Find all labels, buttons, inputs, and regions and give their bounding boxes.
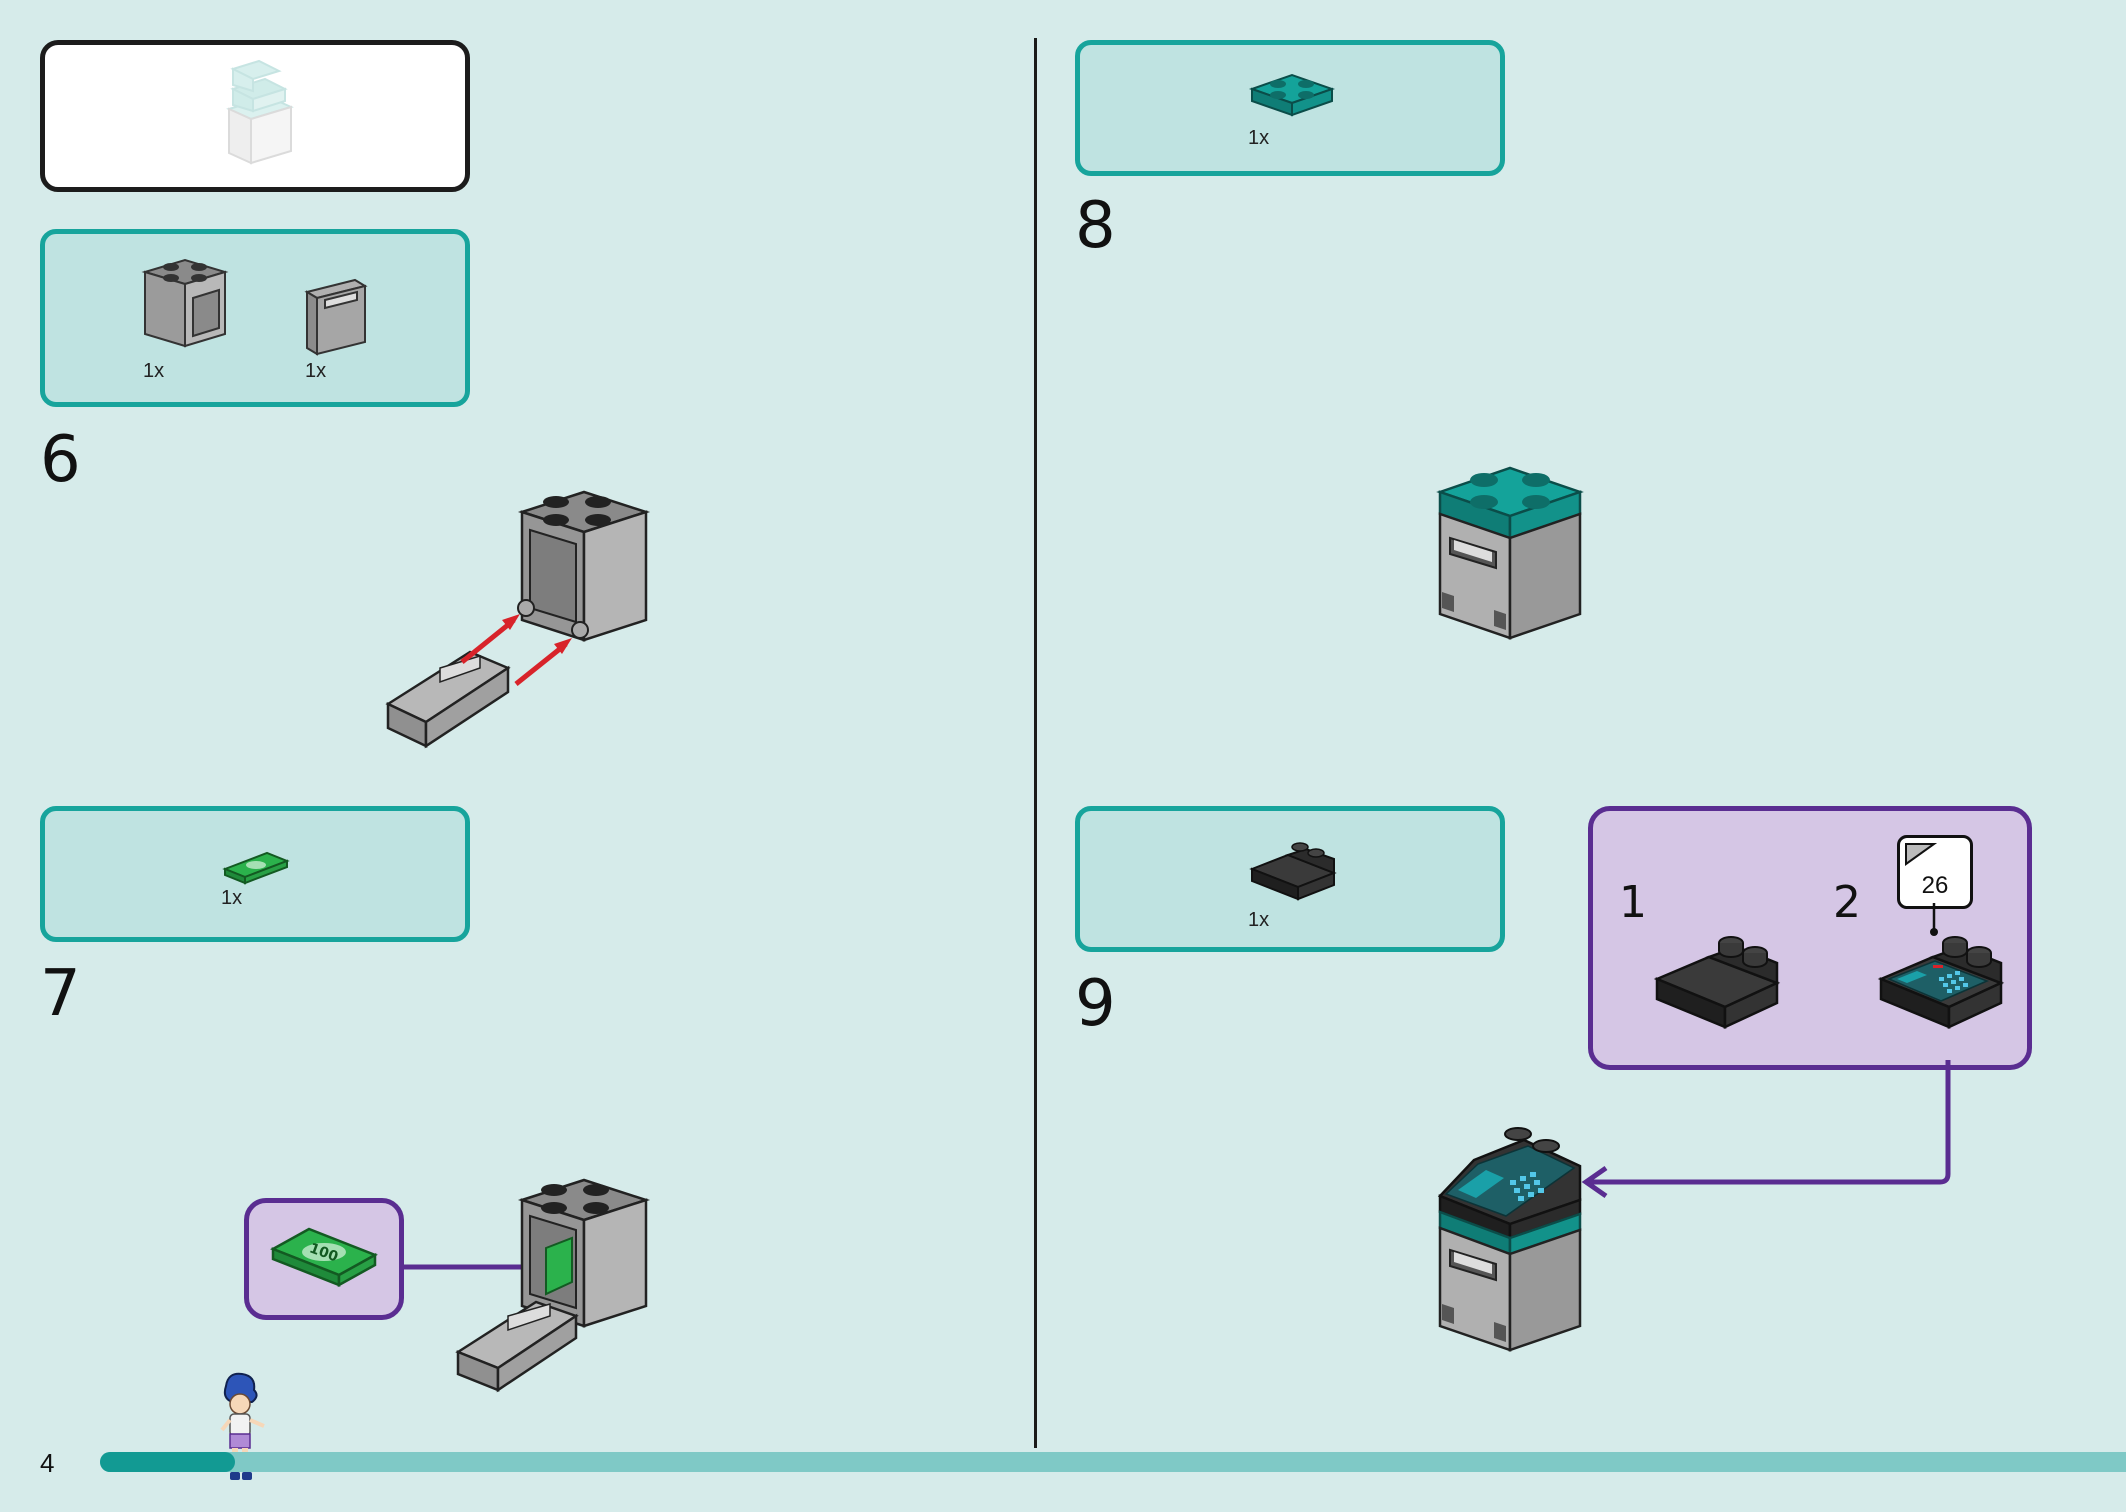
progress-track [100,1452,2126,1472]
sticker-number: 26 [1921,872,1949,899]
step-8-parts-box: 1x [1075,40,1505,176]
step-6-parts-box: 1x 1x [40,229,470,407]
step-7-callout: 100 [244,1198,404,1320]
page-number: 4 [40,1448,55,1478]
progress-fill [100,1452,235,1472]
step-8-assembly-illustration [1436,466,1584,640]
step-9-number: 9 [1075,967,1116,1041]
teal-plate-2x2-icon [1248,73,1336,117]
green-banknote-tile-icon [222,851,290,885]
page-divider [1034,38,1037,1448]
sticker-reference-badge: 26 [1897,835,1973,909]
step-8-part-1-qty: 1x [1248,127,1270,149]
step-6-assembly-illustration [385,490,651,749]
step-9-parts-box: 1x [1075,806,1505,952]
sticker-pointer [1930,903,1938,936]
black-slope-brick-icon [1653,936,1781,1029]
printed-slope-brick-icon [1877,936,2005,1029]
gray-container-door-icon [304,278,368,356]
step-8-number: 8 [1075,189,1116,263]
step-9-subassembly-callout: 1 2 26 [1588,806,2032,1070]
gray-container-2x2-icon [141,258,229,348]
step-6-number: 6 [40,423,81,497]
step-7-assembly-illustration [455,1178,651,1393]
sticker-peel-icon [1905,843,1938,866]
step-9-callout-arrow [1581,1060,1951,1199]
step-7-parts-box: 1x [40,806,470,942]
step-9-part-1-qty: 1x [1248,909,1270,931]
step-6-part-2-qty: 1x [305,360,327,382]
model-overview-box [40,40,470,192]
step-7-part-1-qty: 1x [221,887,243,909]
step-9-assembly-illustration [1437,1127,1582,1352]
substep-2-number: 2 [1833,877,1861,928]
substep-1-number: 1 [1619,877,1647,928]
black-slope-2x2-icon [1249,842,1337,901]
banknote-tile-icon: 100 [270,1227,378,1288]
step-7-number: 7 [40,957,81,1031]
step-6-part-1-qty: 1x [143,360,165,382]
atm-overview-icon [226,59,294,165]
